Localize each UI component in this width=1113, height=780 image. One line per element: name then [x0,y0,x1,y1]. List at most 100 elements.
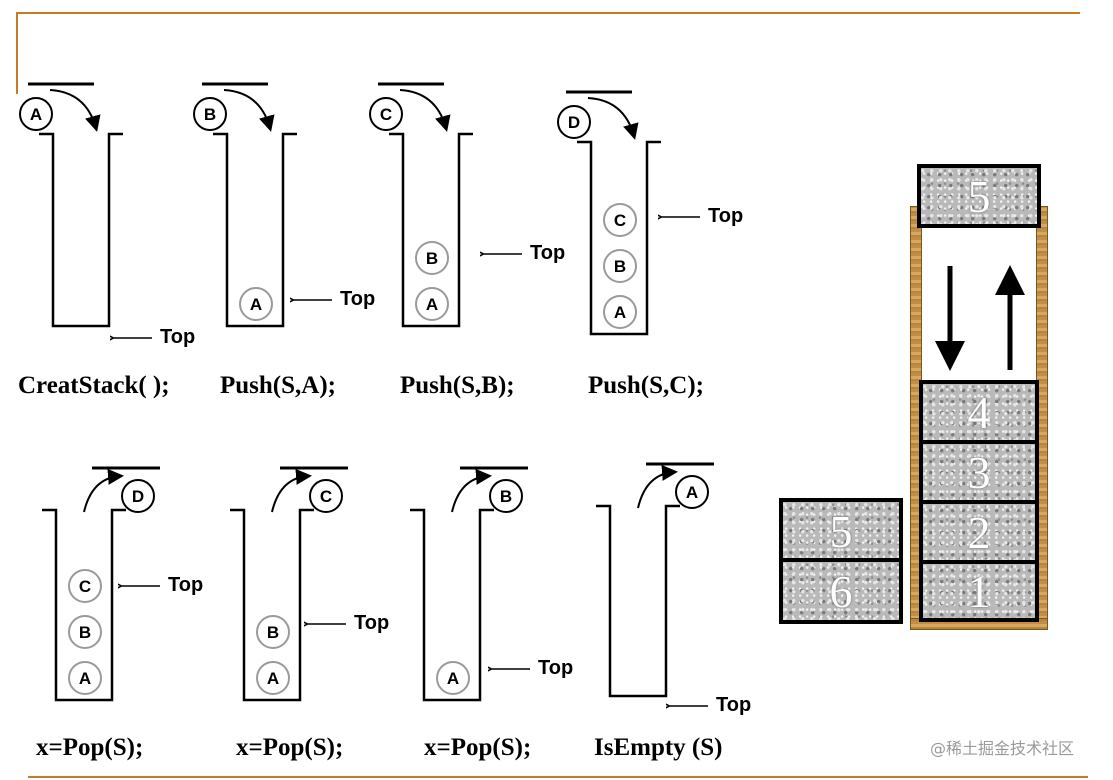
top-pointer-arrow-icon [290,294,332,306]
ball-letter: A [250,295,262,314]
stack-item-ball: B [193,97,227,131]
ball-letter: D [568,113,580,132]
push-arrow-icon [49,89,101,132]
ball-letter: B [267,623,279,642]
operation-label: x=Pop(S); [236,734,344,761]
ball-letter: C [79,577,91,596]
operation-label: Push(S,B); [400,372,515,399]
top-pointer-arrow-icon [488,663,530,675]
stack-item-ball: C [369,97,403,131]
container-brick: 3 [919,440,1039,504]
pop-arrow-icon [637,464,678,509]
top-label: Top [354,612,390,634]
ball-letter: A [614,303,626,322]
ball-letter: C [320,487,332,506]
ball-letter: A [30,105,42,124]
stack-item-ball: B [256,615,290,649]
stack-item-ball: A [603,295,637,329]
pop-arrow-icon [271,468,312,513]
stack-container [577,140,661,336]
stack-item-ball: B [489,479,523,513]
brick-number: 4 [967,386,991,438]
pop-stack-diagram: A B C D [40,466,260,778]
brick-number: 2 [967,506,991,558]
ball-letter: B [614,257,626,276]
ball-letter: B [426,249,438,268]
ball-letter: A [426,295,438,314]
top-pointer-arrow-icon [658,211,700,223]
ball-letter: C [380,105,392,124]
operation-label: CreatStack( ); [18,372,170,399]
brick-number: 6 [829,565,853,617]
brick-number: 1 [967,565,991,617]
top-label: Top [716,694,752,716]
stack-item-ball: A [68,661,102,695]
stack-item-ball: A [436,661,470,695]
brick-number: 3 [967,446,991,498]
pop-stack-diagram: A B C [228,466,448,778]
top-label: Top [708,205,744,227]
ball-letter: B [500,487,512,506]
stack-item-ball: D [121,479,155,513]
ball-letter: A [686,483,698,502]
side-brick: 6 [779,558,903,624]
stack-item-ball: C [309,479,343,513]
ball-letter: A [447,669,459,688]
container-brick: 4 [919,380,1039,444]
stack-container [42,508,126,702]
push-arrow-icon [223,89,275,132]
push-stack-diagram: A B C [368,82,588,394]
stack-container [596,504,680,698]
stack-item-ball: A [239,287,273,321]
ball-letter: A [267,669,279,688]
ball-letter: B [79,623,91,642]
ball-letter: A [79,669,91,688]
stack-container [39,132,123,328]
ball-letter: C [614,211,626,230]
push-pop-arrows [935,265,1025,371]
top-label: Top [340,288,376,310]
frame-bottom-line [28,776,1088,778]
side-brick: 5 [779,498,903,564]
stack-container [389,132,473,328]
top-pointer-arrow-icon [304,618,346,630]
operation-label: Push(S,A); [220,372,336,399]
push-stack-diagram: A B C D [556,90,776,402]
brick-number: 5 [829,505,853,557]
stack-item-ball: C [603,203,637,237]
pop-arrow-icon [83,468,124,513]
watermark: @稀土掘金技术社区 [930,739,1075,758]
top-label: Top [538,657,574,679]
ball-letter: B [204,105,216,124]
frame-top-line [16,12,1080,14]
top-pointer-arrow-icon [666,700,708,712]
stack-item-ball: A [415,287,449,321]
stack-item-ball: A [19,97,53,131]
operation-label: IsEmpty (S) [594,734,723,761]
top-pointer-arrow-icon [480,248,522,260]
stack-item-ball: B [415,241,449,275]
operation-label: x=Pop(S); [36,734,144,761]
brick-number: 5 [967,170,991,222]
stack-item-ball: A [675,475,709,509]
container-brick: 5 [917,164,1041,228]
top-label: Top [160,326,196,348]
operation-label: Push(S,C); [588,372,704,399]
stack-container [213,132,297,328]
stack-item-ball: C [68,569,102,603]
stack-container [230,508,314,702]
top-pointer-arrow-icon [118,580,160,592]
container-brick: 2 [919,500,1039,564]
top-pointer-arrow-icon [110,332,152,344]
frame-left-line [16,12,18,94]
push-arrow-icon [587,97,639,140]
top-label: Top [530,242,566,264]
push-stack-diagram: A [18,82,238,394]
stack-item-ball: B [603,249,637,283]
container-brick: 1 [919,560,1039,622]
pop-arrow-icon [451,468,492,513]
pop-stack-diagram: A [594,462,814,774]
stack-item-ball: D [557,105,591,139]
